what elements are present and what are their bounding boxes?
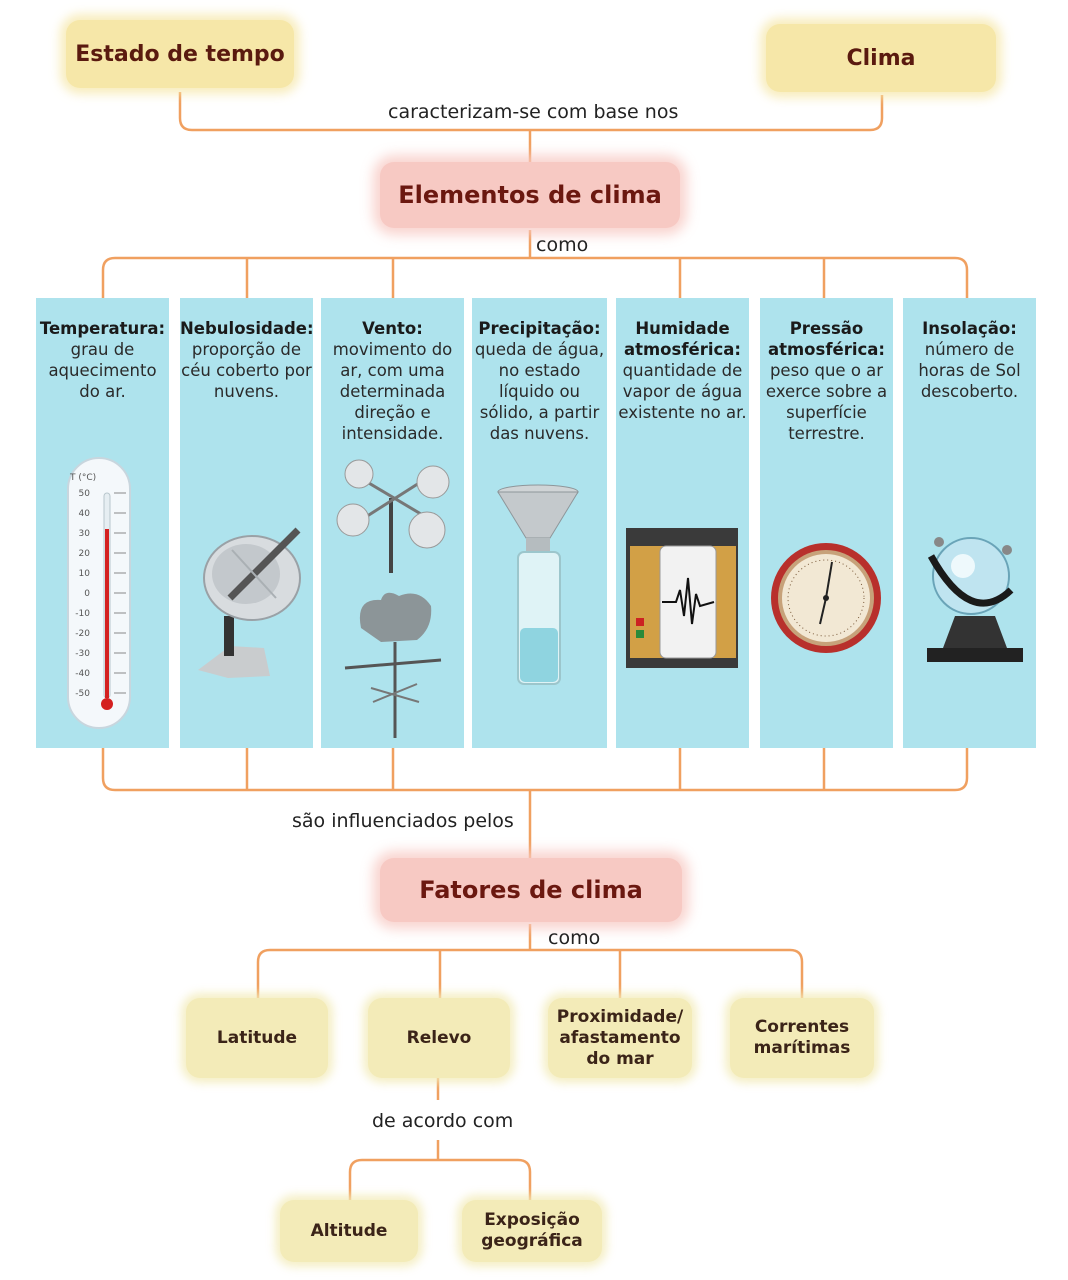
element-name: Nebulosidade: — [180, 319, 314, 338]
element-name: Pressão atmosférica: — [767, 319, 886, 359]
fator-latitude-box: Latitude — [186, 998, 328, 1078]
anemometer-weathervane-icon — [336, 459, 450, 738]
thermometer-tick-label: 40 — [79, 509, 91, 519]
thermometer-tick-label: 0 — [84, 589, 90, 599]
elementos-de-clima-box: Elementos de clima — [380, 162, 680, 228]
thermometer-tick-label: -30 — [75, 649, 90, 659]
thermometer-tick-label: 30 — [79, 529, 91, 539]
relevo-label: Altitude — [310, 1220, 388, 1241]
thermometer-tick-label: -10 — [75, 609, 90, 619]
rain-gauge-icon — [497, 484, 579, 685]
fatores-de-clima-title: Fatores de clima — [419, 876, 643, 904]
element-column-insolacao: Insolação: número de horas de Sol descobe… — [903, 298, 1036, 748]
element-desc: quantidade de vapor de água existente no… — [618, 361, 747, 422]
relevo-exposicao-box: Exposição geográfica — [462, 1200, 602, 1262]
hygrograph-icon — [626, 528, 738, 668]
thermometer-tick-label: 50 — [79, 489, 91, 499]
element-desc: peso que o ar exerce sobre a superfície … — [765, 361, 888, 443]
element-desc: queda de água, no estado líquido ou sóli… — [474, 340, 605, 443]
element-column-temperatura: Temperatura: grau de aquecimento do ar. T… — [36, 298, 169, 748]
thermometer-tick-label: -40 — [75, 669, 90, 679]
fator-label: Correntes marítimas — [753, 1017, 851, 1058]
element-column-humidade: Humidade atmosférica:quantidade de vapor… — [616, 298, 749, 748]
fator-label: Proximidade/ afastamento do mar — [556, 1006, 684, 1069]
element-desc: grau de aquecimento do ar. — [48, 340, 157, 401]
estado-de-tempo-box: Estado de tempo — [66, 20, 294, 88]
estado-de-tempo-label: Estado de tempo — [75, 41, 285, 67]
relevo-altitude-box: Altitude — [280, 1200, 418, 1262]
element-column-precipitacao: Precipitação: queda de água, no estado lí… — [472, 298, 607, 748]
connector-como-fatores: como — [548, 927, 601, 949]
element-column-vento: Vento: movimento do ar, com uma determina… — [321, 298, 464, 748]
element-desc: número de horas de Sol descoberto. — [918, 340, 1021, 401]
connector-caracterizam: caracterizam-se com base nos — [388, 101, 679, 123]
thermometer-tick-label: -50 — [75, 689, 90, 699]
element-name: Vento: — [362, 319, 423, 338]
elementos-de-clima-title: Elementos de clima — [398, 181, 662, 209]
element-column-pressao: Pressão atmosférica:peso que o ar exerce… — [760, 298, 893, 748]
thermometer-unit: T (°C) — [69, 473, 96, 483]
relevo-label: Exposição geográfica — [481, 1210, 583, 1251]
element-name: Insolação: — [922, 319, 1017, 338]
barometer-icon — [771, 543, 881, 653]
fator-proximidade-box: Proximidade/ afastamento do mar — [548, 998, 692, 1078]
fator-label: Relevo — [406, 1027, 472, 1048]
thermometer-tick-label: 10 — [79, 569, 91, 579]
connector-de-acordo-com: de acordo com — [372, 1110, 514, 1132]
connector-como-elementos: como — [536, 234, 589, 256]
element-desc: movimento do ar, com uma determinada dir… — [332, 340, 453, 443]
element-name: Humidade atmosférica: — [623, 319, 742, 359]
heliograph-icon — [927, 537, 1023, 662]
thermometer-icon: T (°C) 50 40 30 20 10 0 -10 -20 -30 -40 -50 — [67, 457, 131, 729]
thermometer-tick-label: -20 — [75, 629, 90, 639]
fator-correntes-box: Correntes marítimas — [730, 998, 874, 1078]
fatores-de-clima-box: Fatores de clima — [380, 858, 682, 922]
element-desc: proporção de céu coberto por nuvens. — [181, 340, 312, 401]
element-name: Precipitação: — [478, 319, 601, 338]
element-column-nebulosidade: Nebulosidade: proporção de céu coberto po… — [180, 298, 314, 748]
clima-box: Clima — [766, 24, 996, 92]
element-name: Temperatura: — [39, 319, 166, 338]
fator-relevo-box: Relevo — [368, 998, 510, 1078]
clima-label: Clima — [846, 45, 916, 71]
satellite-dish-icon — [198, 527, 301, 678]
thermometer-tick-label: 20 — [79, 549, 91, 559]
connector-influenciados: são influenciados pelos — [292, 810, 514, 832]
fator-label: Latitude — [216, 1027, 298, 1048]
